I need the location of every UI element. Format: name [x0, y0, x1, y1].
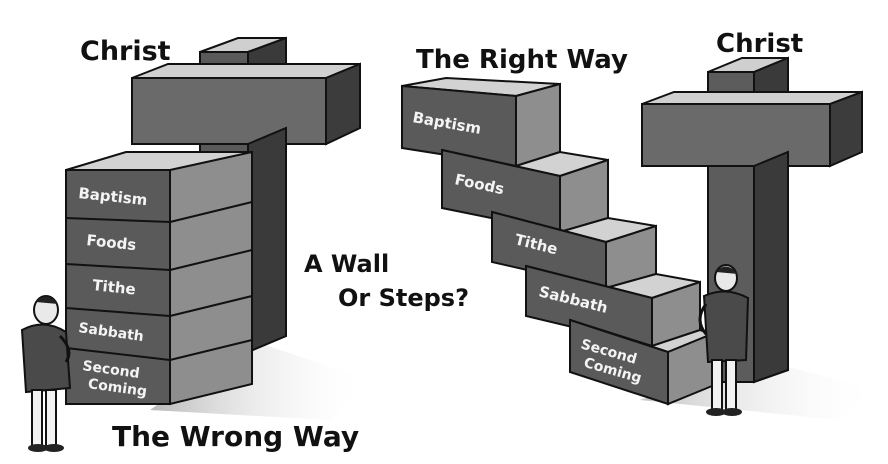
right-scene: The Right Way Christ [401, 29, 880, 420]
right-cross-label: Christ [716, 29, 803, 59]
right-person [698, 264, 750, 416]
left-ground-shadow [150, 340, 370, 420]
left-cross-label: Christ [80, 36, 171, 67]
wall-block-label: Foods [86, 231, 138, 254]
wall-side [169, 150, 253, 406]
wall: Baptism Foods Tithe Sabbath SecondComing [65, 150, 253, 406]
right-way-heading: The Right Way [416, 45, 628, 75]
center-question: A Wall Or Steps? [304, 250, 469, 312]
right-ground-shadow [640, 360, 880, 420]
wall-front [65, 169, 171, 405]
staircase: Baptism Foods Tithe Sabbath SecondComing [401, 76, 715, 406]
left-person [20, 295, 72, 452]
block-label-line: Second [81, 358, 140, 382]
question-line-1: A Wall [304, 250, 389, 278]
left-scene: Baptism Foods Tithe Sabbath SecondComing… [20, 36, 370, 453]
question-line-2: Or Steps? [338, 284, 469, 312]
wrong-way-caption: The Wrong Way [112, 420, 359, 453]
wall-block-label: Tithe [92, 276, 137, 298]
